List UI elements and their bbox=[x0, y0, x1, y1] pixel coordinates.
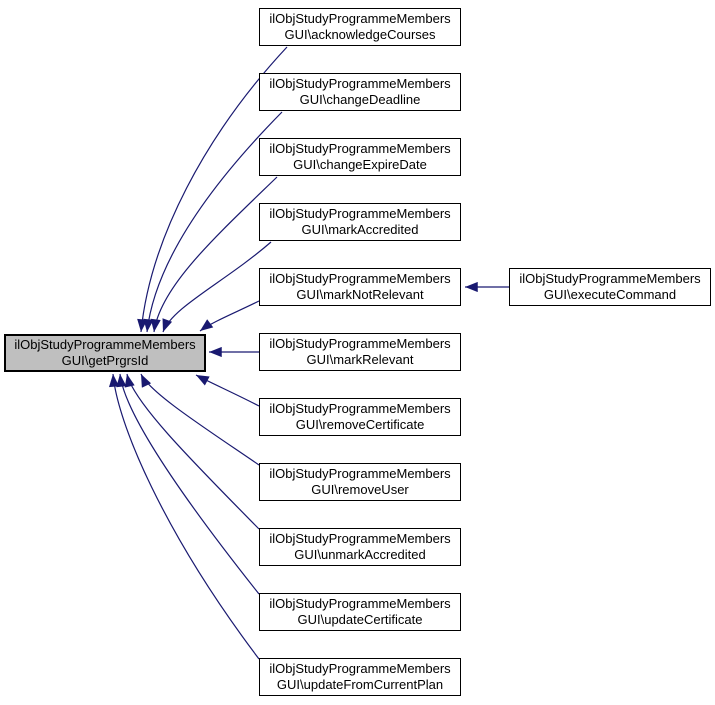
node-label-line1: ilObjStudyProgrammeMembers bbox=[269, 206, 451, 221]
node-removeUser[interactable]: ilObjStudyProgrammeMembers GUI\removeUse… bbox=[259, 463, 461, 501]
node-label-line1: ilObjStudyProgrammeMembers bbox=[269, 466, 451, 481]
node-label-line2: GUI\acknowledgeCourses bbox=[284, 27, 436, 42]
node-changeExpireDate[interactable]: ilObjStudyProgrammeMembers GUI\changeExp… bbox=[259, 138, 461, 176]
node-markNotRelevant[interactable]: ilObjStudyProgrammeMembers GUI\markNotRe… bbox=[259, 268, 461, 306]
node-updateCertificate[interactable]: ilObjStudyProgrammeMembers GUI\updateCer… bbox=[259, 593, 461, 631]
node-markRelevant[interactable]: ilObjStudyProgrammeMembers GUI\markRelev… bbox=[259, 333, 461, 371]
node-label-line1: ilObjStudyProgrammeMembers bbox=[269, 271, 451, 286]
node-label-line2: GUI\removeUser bbox=[311, 482, 409, 497]
edge-unmarkAccredited-to-getPrgrsId bbox=[124, 373, 260, 530]
node-label-line2: GUI\changeDeadline bbox=[299, 92, 421, 107]
node-label-line1: ilObjStudyProgrammeMembers bbox=[269, 401, 451, 416]
node-getPrgrsId: ilObjStudyProgrammeMembers GUI\getPrgrsI… bbox=[4, 334, 206, 372]
node-markAccredited[interactable]: ilObjStudyProgrammeMembers GUI\markAccre… bbox=[259, 203, 461, 241]
edge-markAccredited-to-getPrgrsId bbox=[162, 241, 272, 333]
node-label-line2: GUI\changeExpireDate bbox=[293, 157, 427, 172]
node-label-line2: GUI\getPrgrsId bbox=[61, 353, 149, 368]
node-unmarkAccredited[interactable]: ilObjStudyProgrammeMembers GUI\unmarkAcc… bbox=[259, 528, 461, 566]
node-updateFromCurrentPlan[interactable]: ilObjStudyProgrammeMembers GUI\updateFro… bbox=[259, 658, 461, 696]
node-label-line1: ilObjStudyProgrammeMembers bbox=[269, 531, 451, 546]
edge-updateCertificate-to-getPrgrsId bbox=[116, 373, 260, 595]
node-label-line1: ilObjStudyProgrammeMembers bbox=[269, 11, 451, 26]
edge-removeCertificate-to-getPrgrsId bbox=[195, 374, 260, 407]
node-removeCertificate[interactable]: ilObjStudyProgrammeMembers GUI\removeCer… bbox=[259, 398, 461, 436]
node-changeDeadline[interactable]: ilObjStudyProgrammeMembers GUI\changeDea… bbox=[259, 73, 461, 111]
node-label-line1: ilObjStudyProgrammeMembers bbox=[269, 661, 451, 676]
node-executeCommand[interactable]: ilObjStudyProgrammeMembers GUI\executeCo… bbox=[509, 268, 711, 306]
edge-changeExpireDate-to-getPrgrsId bbox=[150, 176, 278, 333]
edge-markNotRelevant-to-getPrgrsId bbox=[199, 300, 260, 332]
node-acknowledgeCourses[interactable]: ilObjStudyProgrammeMembers GUI\acknowled… bbox=[259, 8, 461, 46]
node-label-line2: GUI\executeCommand bbox=[543, 287, 677, 302]
node-label-line2: GUI\markNotRelevant bbox=[296, 287, 424, 302]
node-label-line1: ilObjStudyProgrammeMembers bbox=[14, 337, 196, 352]
node-label-line2: GUI\updateFromCurrentPlan bbox=[276, 677, 444, 692]
node-label-line2: GUI\updateCertificate bbox=[297, 612, 423, 627]
node-label-line1: ilObjStudyProgrammeMembers bbox=[269, 76, 451, 91]
node-label-line2: GUI\unmarkAccredited bbox=[294, 547, 426, 562]
node-label-line1: ilObjStudyProgrammeMembers bbox=[269, 141, 451, 156]
edge-removeUser-to-getPrgrsId bbox=[140, 373, 260, 466]
node-label-line1: ilObjStudyProgrammeMembers bbox=[519, 271, 701, 286]
node-label-line1: ilObjStudyProgrammeMembers bbox=[269, 336, 451, 351]
edge-updateFromCurrentPlan-to-getPrgrsId bbox=[108, 373, 260, 660]
node-label-line2: GUI\markRelevant bbox=[306, 352, 414, 367]
node-label-line2: GUI\removeCertificate bbox=[295, 417, 425, 432]
node-label-line2: GUI\markAccredited bbox=[301, 222, 419, 237]
node-label-line1: ilObjStudyProgrammeMembers bbox=[269, 596, 451, 611]
